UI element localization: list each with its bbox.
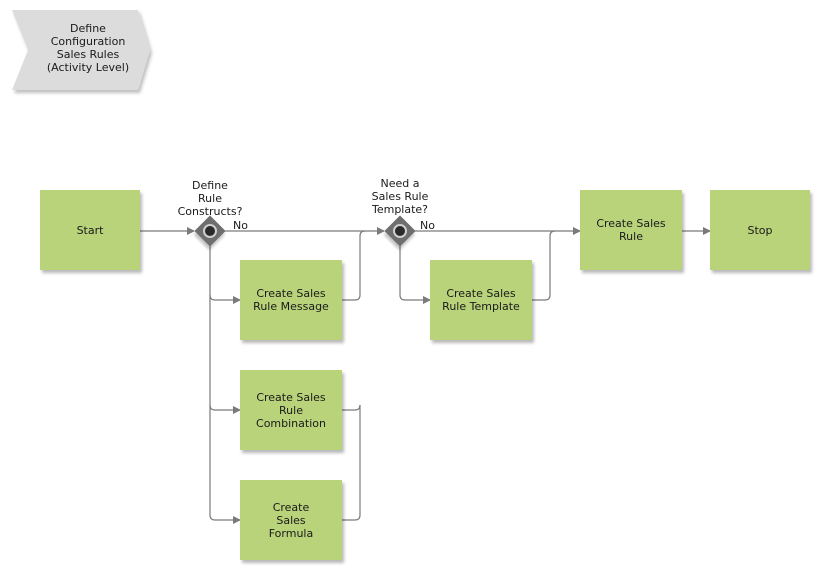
connector-formula-merge (342, 405, 361, 521)
connector-template-merge (532, 230, 556, 301)
stop-node[interactable]: Stop (710, 190, 810, 270)
create-sales-rule-message-task[interactable]: Create Sales Rule Message (240, 260, 342, 340)
gateway1-question-label: Define Rule Constructs? (177, 179, 243, 218)
connector-to-create-message (209, 294, 241, 304)
connector-to-create-combination (209, 404, 241, 414)
gateway-need-template (384, 215, 416, 247)
header-chevron-shape (12, 10, 150, 90)
connector-merge-right (342, 230, 366, 301)
connector-gateway2-to-template (399, 245, 431, 304)
connector-gateway1-branches (209, 245, 241, 524)
gateway1-no-label: No (233, 219, 248, 232)
connector-combination-merge (342, 404, 361, 411)
create-sales-formula-task[interactable]: Create Sales Formula (240, 480, 342, 560)
create-sales-rule-template-label: Create Sales Rule Template (442, 287, 520, 313)
gateway2-no-label: No (420, 219, 435, 232)
create-sales-rule-combination-task[interactable]: Create Sales Rule Combination (240, 370, 342, 450)
header-title: Define Configuration Sales Rules (Activi… (46, 22, 130, 74)
create-sales-formula-label: Create Sales Formula (268, 500, 314, 540)
start-node[interactable]: Start (40, 190, 140, 270)
create-sales-rule-template-task[interactable]: Create Sales Rule Template (430, 260, 532, 340)
create-sales-rule-task[interactable]: Create Sales Rule (580, 190, 682, 270)
create-sales-rule-combination-label: Create Sales Rule Combination (256, 390, 326, 430)
stop-label: Stop (747, 223, 773, 237)
create-sales-rule-message-label: Create Sales Rule Message (253, 287, 329, 313)
gateway-define-rule-constructs (194, 215, 226, 247)
start-label: Start (76, 223, 104, 237)
create-sales-rule-label: Create Sales Rule (596, 217, 666, 243)
gateway2-question-label: Need a Sales Rule Template? (371, 177, 429, 216)
